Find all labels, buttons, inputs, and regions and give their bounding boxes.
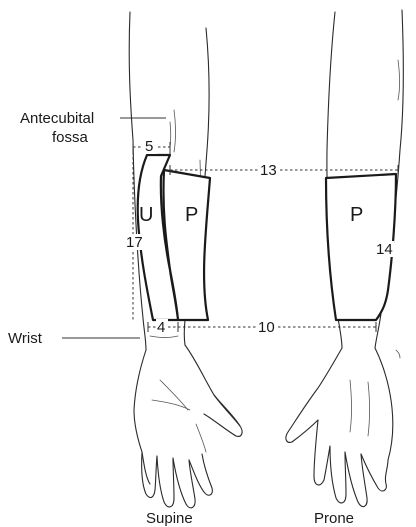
- dim-ulnar-bottom: 4: [157, 319, 165, 336]
- prone-region-label: P: [350, 204, 363, 226]
- dim-ulnar-length: 17: [126, 234, 143, 251]
- fossa-label: fossa: [52, 129, 89, 146]
- dim-proximal: 13: [260, 162, 277, 179]
- dim-prone-length: 14: [376, 241, 393, 258]
- palmar-region-label: P: [185, 204, 198, 226]
- dim-distal: 10: [258, 319, 275, 336]
- prone-label: Prone: [314, 510, 354, 527]
- antecubital-label: Antecubital: [20, 110, 94, 127]
- supine-label: Supine: [146, 510, 193, 527]
- dim-ulnar-top: 5: [145, 138, 153, 155]
- ulnar-region-label: U: [139, 204, 153, 226]
- wrist-label: Wrist: [8, 330, 43, 347]
